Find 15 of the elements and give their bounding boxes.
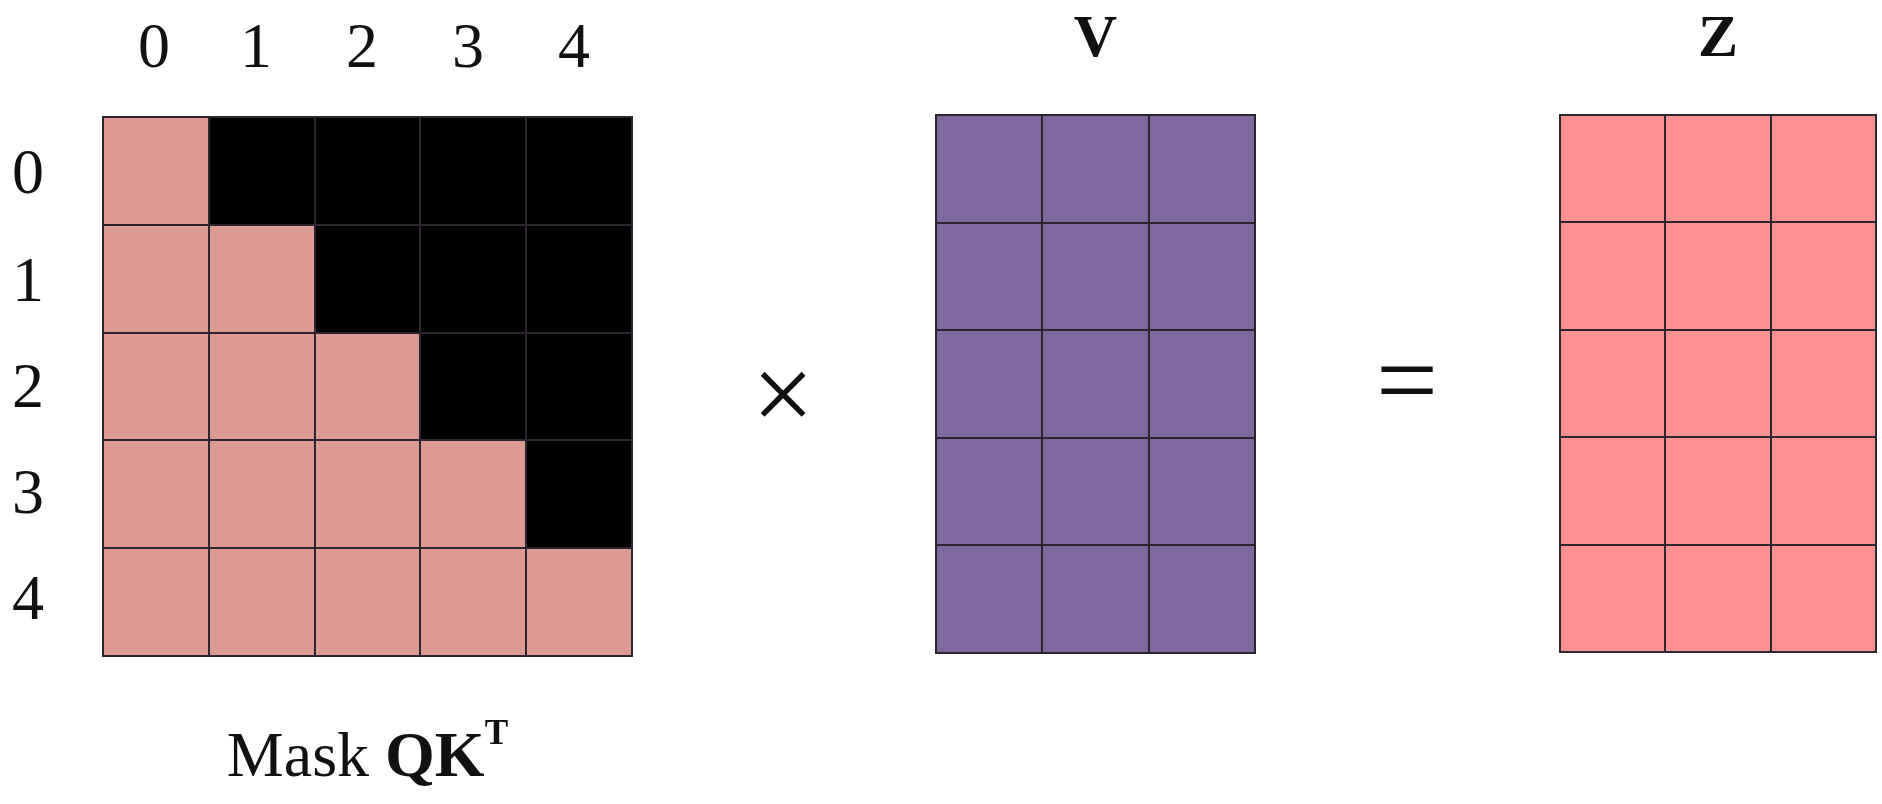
row-index: 0 [12, 140, 44, 204]
row-index: 3 [12, 460, 44, 524]
column-index: 4 [558, 14, 590, 78]
column-index: 3 [452, 14, 484, 78]
column-index: 2 [346, 14, 378, 78]
row-index: 4 [12, 566, 44, 630]
matrix-label: V [1073, 6, 1118, 66]
equals-sign: = [1376, 325, 1438, 435]
column-index: 0 [138, 14, 170, 78]
matrix-label: Z [1698, 6, 1738, 66]
matrix-label: Mask QK$^{T}$ [226, 715, 509, 792]
row-index: 2 [12, 354, 44, 418]
row-index: 1 [12, 248, 44, 312]
column-index: 1 [240, 14, 272, 78]
multiply-sign: × [752, 339, 814, 449]
